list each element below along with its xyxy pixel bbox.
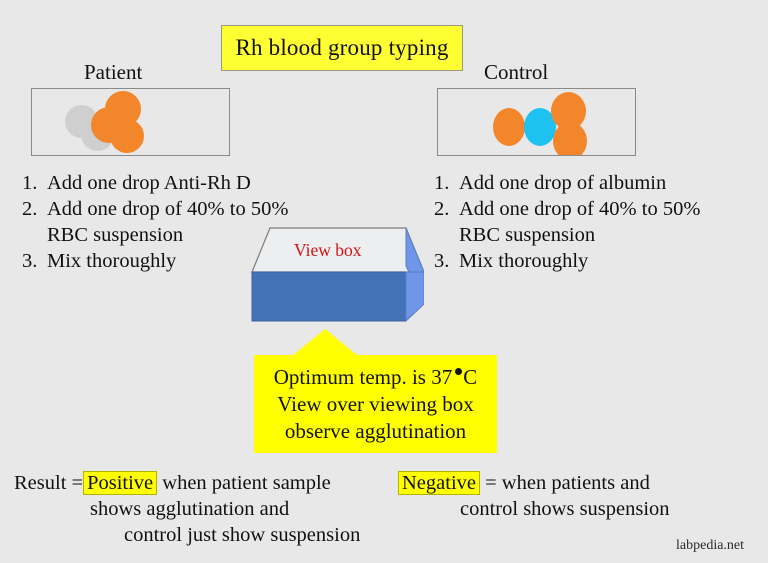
control-steps-list: 1. Add one drop of albumin 2. Add one dr… bbox=[434, 170, 764, 274]
control-column-label: Control bbox=[484, 60, 549, 84]
result-positive-line-1-rest: when patient sample bbox=[162, 472, 331, 494]
control-sample-box bbox=[437, 88, 636, 156]
callout-line-1-unit: C bbox=[463, 364, 478, 389]
control-step-3-number: 3. bbox=[434, 250, 450, 272]
result-prefix: Result = bbox=[14, 472, 84, 494]
watermark: labpedia.net bbox=[676, 538, 745, 553]
result-positive-line-2: shows agglutination and bbox=[90, 498, 290, 520]
patient-step-1-text: Add one drop Anti-Rh D bbox=[47, 172, 251, 194]
result-negative-line-2: control shows suspension bbox=[460, 498, 670, 520]
control-step-1-number: 1. bbox=[434, 172, 450, 194]
control-orange-rbc-3-icon bbox=[553, 122, 587, 155]
callout-line-2: View over viewing box bbox=[277, 391, 474, 416]
patient-step-3-text: Mix thoroughly bbox=[47, 250, 177, 272]
result-positive-block: Result =Positive when patient sample sho… bbox=[14, 470, 360, 548]
patient-sample-box bbox=[31, 88, 230, 156]
control-step-1: 1. Add one drop of albumin bbox=[434, 170, 764, 196]
patient-step-1: 1. Add one drop Anti-Rh D bbox=[22, 170, 352, 196]
result-negative-line-1: Negative = when patients and bbox=[398, 470, 670, 496]
patient-step-3: 3. Mix thoroughly bbox=[22, 248, 352, 274]
result-positive-line-1: Result =Positive when patient sample bbox=[14, 470, 360, 496]
callout-pointer bbox=[292, 329, 358, 356]
view-box-label: View box bbox=[294, 240, 362, 260]
callout-line-3: observe agglutination bbox=[284, 418, 467, 443]
patient-step-2-number: 2. bbox=[22, 198, 38, 220]
result-positive-line-3: control just show suspension bbox=[124, 524, 361, 546]
degree-symbol-icon bbox=[455, 367, 463, 375]
view-box-shape-icon bbox=[251, 227, 424, 323]
result-negative-line-1-rest: = when patients and bbox=[485, 472, 650, 494]
temperature-callout-box: Optimum temp. is 37 C View over viewing b… bbox=[254, 355, 497, 453]
result-negative-block: Negative = when patients and control sho… bbox=[398, 470, 670, 522]
patient-steps-list: 1. Add one drop Anti-Rh D 2. Add one dro… bbox=[22, 170, 352, 274]
control-step-2-text: Add one drop of 40% to 50% RBC suspensio… bbox=[459, 198, 701, 246]
control-step-2: 2. Add one drop of 40% to 50% RBC suspen… bbox=[434, 196, 764, 248]
control-orange-rbc-1-icon bbox=[493, 108, 525, 146]
callout-line-1-text: Optimum temp. is 37 bbox=[273, 364, 453, 389]
patient-orange-rbc-3-icon bbox=[110, 119, 144, 153]
patient-step-3-number: 3. bbox=[22, 250, 38, 272]
callout-line-1: Optimum temp. is 37 C bbox=[274, 364, 478, 391]
view-box-illustration: View box bbox=[248, 226, 424, 330]
patient-step-2-text: Add one drop of 40% to 50% RBC suspensio… bbox=[47, 198, 289, 246]
diagram-title-text: Rh blood group typing bbox=[235, 35, 449, 60]
patient-step-1-number: 1. bbox=[22, 172, 38, 194]
positive-badge: Positive bbox=[83, 471, 158, 495]
control-step-3-text: Mix thoroughly bbox=[459, 250, 589, 272]
control-step-2-number: 2. bbox=[434, 198, 450, 220]
control-step-3: 3. Mix thoroughly bbox=[434, 248, 764, 274]
control-cyan-rbc-icon bbox=[524, 108, 556, 146]
patient-column-label: Patient bbox=[84, 60, 143, 84]
diagram-title-box: Rh blood group typing bbox=[221, 25, 463, 71]
patient-step-2: 2. Add one drop of 40% to 50% RBC suspen… bbox=[22, 196, 352, 248]
control-step-1-text: Add one drop of albumin bbox=[459, 172, 667, 194]
negative-badge: Negative bbox=[398, 471, 480, 495]
